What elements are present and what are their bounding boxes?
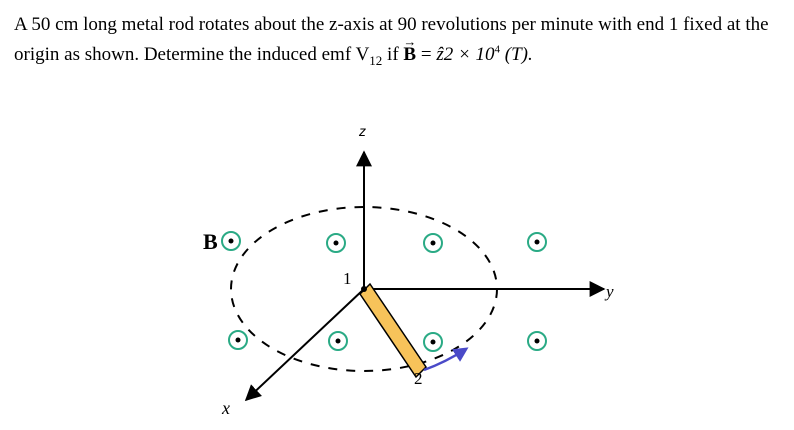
field-out-of-page-symbol — [527, 331, 547, 351]
z-axis-label: z — [358, 123, 366, 139]
field-exponent: 4 — [494, 43, 501, 56]
x-axis — [244, 288, 365, 402]
field-out-of-page-symbol — [221, 231, 241, 251]
problem-statement: A 50 cm long metal rod rotates about the… — [14, 10, 786, 70]
field-unit: (T). — [500, 44, 533, 65]
field-b-label: B — [203, 229, 218, 254]
metal-rod — [359, 282, 427, 379]
x-axis-label: x — [221, 398, 230, 418]
y-axis-label: y — [604, 282, 614, 301]
field-out-of-page-symbol — [423, 233, 443, 253]
field-out-of-page-symbol — [328, 331, 348, 351]
rod-end-1-dot — [361, 286, 367, 292]
end-2-label: 2 — [414, 369, 423, 388]
field-out-of-page-symbol — [527, 232, 547, 252]
field-vector-symbol: B — [403, 27, 416, 70]
v-subscript: 12 — [369, 52, 383, 68]
field-out-of-page-symbol — [228, 330, 248, 350]
problem-text: A 50 cm long metal rod rotates about the… — [14, 14, 769, 65]
field-out-of-page-symbol — [423, 332, 443, 352]
rotation-arrow — [423, 347, 469, 372]
problem-if: if — [382, 44, 404, 65]
problem-equals: = — [416, 44, 437, 65]
field-out-of-page-symbol — [326, 233, 346, 253]
end-1-label: 1 — [343, 269, 352, 288]
field-expression: ẑ2 × 10 — [436, 44, 495, 65]
